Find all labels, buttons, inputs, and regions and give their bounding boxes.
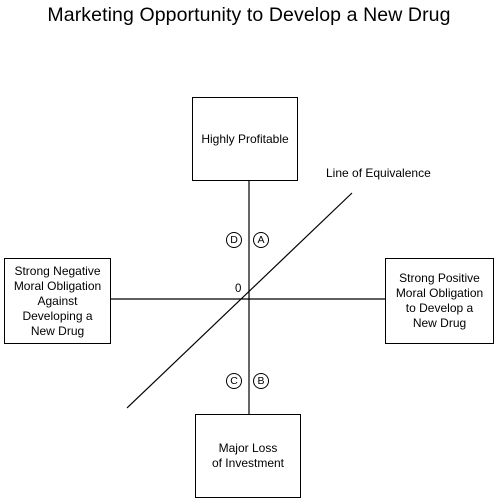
highly-profitable-text: Highly Profitable — [201, 131, 289, 146]
negative-line-2: Moral Obligation — [13, 278, 102, 293]
negative-line-4: Developing a — [22, 308, 93, 323]
negative-obligation-box: Strong Negative Moral Obligation Against… — [4, 258, 111, 344]
negative-line-5: New Drug — [30, 323, 85, 338]
highly-profitable-box: Highly Profitable — [192, 97, 298, 181]
negative-line-3: Against — [37, 293, 78, 308]
quadrant-d-label: D — [226, 232, 242, 248]
positive-line-4: New Drug — [412, 316, 467, 330]
positive-line-2: Moral Obligation — [395, 286, 484, 300]
quadrant-a-label: A — [253, 232, 269, 248]
quadrant-c-label: C — [226, 373, 242, 389]
major-loss-box: Major Loss of Investment — [195, 414, 301, 498]
positive-line-3: to Develop a — [405, 301, 474, 315]
origin-label: 0 — [235, 283, 242, 295]
negative-line-1: Strong Negative — [14, 263, 101, 278]
positive-line-1: Strong Positive — [399, 271, 480, 285]
positive-obligation-box: Strong Positive Moral Obligation to Deve… — [385, 258, 494, 344]
major-loss-line-2: of Investment — [211, 456, 285, 470]
diagram-title: Marketing Opportunity to Develop a New D… — [47, 4, 451, 26]
line-of-equivalence — [126, 192, 353, 409]
major-loss-line-1: Major Loss — [218, 441, 278, 455]
quadrant-b-label: B — [253, 373, 269, 389]
line-of-equivalence-label: Line of Equivalence — [326, 166, 431, 180]
